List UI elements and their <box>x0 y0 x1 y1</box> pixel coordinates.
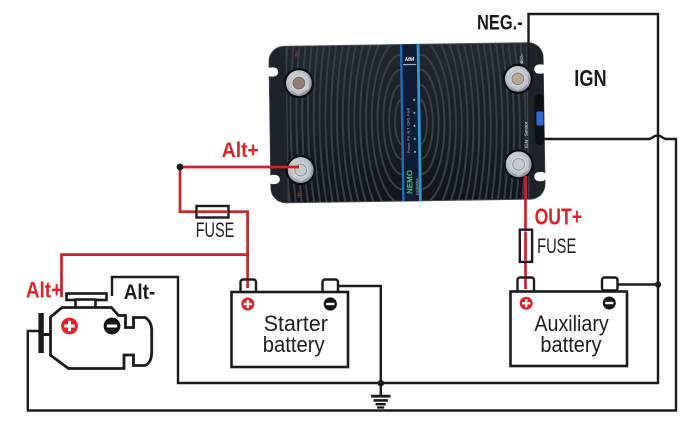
svg-text:Starter: Starter <box>264 311 328 336</box>
svg-text:IGN: IGN <box>574 66 606 92</box>
svg-text:IN+: IN+ <box>294 50 299 58</box>
svg-text:IN–: IN– <box>296 190 301 198</box>
svg-text:NEG.-: NEG.- <box>477 12 523 36</box>
svg-text:Alt+: Alt+ <box>26 278 62 303</box>
svg-text:NEG–: NEG– <box>519 52 524 65</box>
svg-text:NEMO: NEMO <box>405 170 414 194</box>
svg-text:Alt+: Alt+ <box>222 139 259 162</box>
svg-text:MM: MM <box>405 57 415 63</box>
svg-text:battery: battery <box>263 333 325 357</box>
svg-text:Auxiliary: Auxiliary <box>534 312 609 336</box>
svg-text:IGN Sensor: IGN Sensor <box>523 121 528 148</box>
svg-text:FUSE: FUSE <box>196 219 235 242</box>
svg-text:FUSE: FUSE <box>537 235 576 258</box>
svg-text:OUT+: OUT+ <box>535 204 582 230</box>
svg-text:Power PV ALT CHG Fault: Power PV ALT CHG Fault <box>406 108 411 153</box>
svg-text:DC50/08A: DC50/08A <box>415 178 419 195</box>
svg-text:Alt-: Alt- <box>124 281 156 304</box>
svg-text:battery: battery <box>540 333 602 357</box>
